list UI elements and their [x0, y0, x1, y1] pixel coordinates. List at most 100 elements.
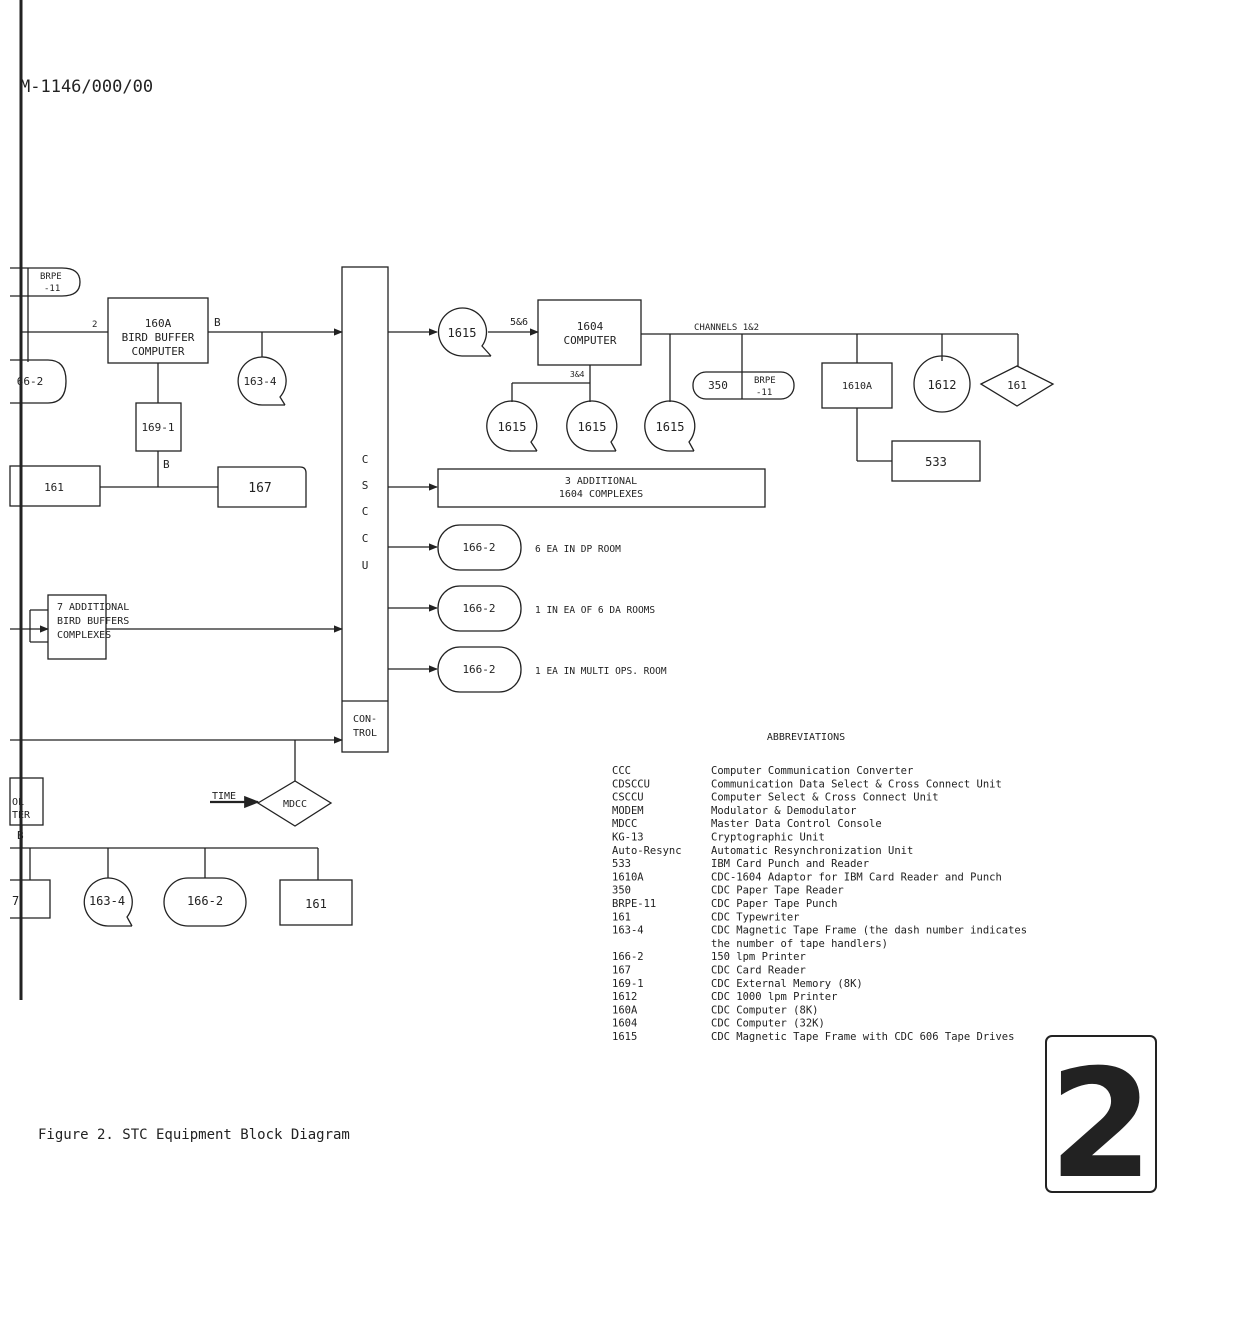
csccu-letter-1: C: [362, 453, 369, 466]
multi-ops-label: 1 EA IN MULTI OPS. ROOM: [535, 666, 667, 677]
typewriter-161-bottom-label: 161: [305, 897, 327, 911]
abbreviation-code: KG-13: [612, 832, 644, 844]
abbreviation-meaning: CDC Computer (32K): [711, 1018, 825, 1030]
tape-163-4-bottom-label: 163-4: [89, 894, 125, 908]
abbreviation-meaning: 150 lpm Printer: [711, 951, 806, 963]
tape-1615-c-reel: [644, 400, 696, 452]
control-label-2: TROL: [353, 728, 377, 739]
dp-room-label: 6 EA IN DP ROOM: [535, 544, 621, 555]
da-rooms-label: 1 IN EA OF 6 DA ROOMS: [535, 605, 655, 616]
tape-1615-b-label: 1615: [578, 420, 607, 434]
typewriter-161-bottom-box: [279, 879, 353, 926]
abbreviation-code: MODEM: [612, 805, 644, 817]
tape-1615-b-reel: [566, 400, 618, 452]
brpe-top-pill: [10, 267, 81, 297]
abbreviation-code: 163-4: [612, 925, 644, 937]
abbreviation-code: Auto-Resync: [612, 845, 682, 857]
page-number-badge: [1045, 1035, 1157, 1193]
brpe-top-label-1: BRPE: [40, 272, 62, 282]
adaptor-1610a-label: 1610A: [842, 381, 872, 392]
printer-166-2-c-label: 166-2: [462, 663, 495, 676]
abbreviation-meaning: CDC-1604 Adaptor for IBM Card Reader and…: [711, 871, 1002, 883]
abbreviation-code: 1610A: [612, 871, 644, 883]
abbreviation-meaning: CDC Magnetic Tape Frame with CDC 606 Tap…: [711, 1031, 1014, 1043]
time-label: TIME: [212, 791, 236, 802]
brpe-right-label-2: -11: [756, 388, 772, 398]
abbreviation-code: 166-2: [612, 951, 644, 963]
computer-1604-label-1: 1604: [577, 320, 604, 333]
additional-1604-box: [437, 468, 766, 508]
printer-166-2-bottom-label: 166-2: [187, 894, 223, 908]
abbreviation-code: 1612: [612, 991, 637, 1003]
abbreviation-code: CCC: [612, 765, 631, 777]
reader-167-top-box: [217, 466, 307, 508]
abbreviation-meaning: Modulator & Demodulator: [711, 805, 856, 817]
control-label-1: CON-: [353, 714, 377, 725]
typewriter-161-right-label: 161: [1007, 379, 1027, 392]
abbreviation-meaning: Computer Select & Cross Connect Unit: [711, 792, 939, 804]
line-b-169-label: B: [163, 458, 170, 471]
connection-lines: [10, 268, 1019, 880]
abbreviation-meaning: CDC Computer (8K): [711, 1004, 818, 1016]
abbreviation-meaning: Automatic Resynchronization Unit: [711, 845, 913, 857]
abbreviation-code: 350: [612, 885, 631, 897]
printer-166-2-left-pill: [10, 359, 67, 404]
typewriter-161-left-box: [9, 465, 101, 507]
abbreviation-meaning: Communication Data Select & Cross Connec…: [711, 778, 1002, 790]
computer-160a-label-2: BIRD BUFFER: [122, 331, 195, 344]
reader-167-top-label: 167: [248, 481, 271, 496]
reader-punch-533-box: [891, 440, 981, 482]
printer-166-2-b-label: 166-2: [462, 602, 495, 615]
printer-1612-label: 1612: [928, 378, 957, 392]
control-computer-box: [9, 777, 44, 826]
tape-1615-c-label: 1615: [656, 420, 685, 434]
abbreviation-code: 169-1: [612, 978, 644, 990]
abbreviation-code: CDSCCU: [612, 778, 650, 790]
abbreviation-code: 160A: [612, 1004, 638, 1016]
abbreviation-code: 161: [612, 911, 631, 923]
abbreviation-meaning: Master Data Control Console: [711, 818, 882, 830]
abbreviation-code: CSCCU: [612, 792, 644, 804]
brpe-right-label-1: BRPE: [754, 376, 776, 386]
abbreviation-meaning: the number of tape handlers): [711, 938, 888, 950]
printer-1612-circle: [913, 355, 971, 413]
abbreviation-code: 1615: [612, 1031, 637, 1043]
abbreviation-meaning: CDC Card Reader: [711, 965, 806, 977]
abbreviation-meaning: CDC Paper Tape Punch: [711, 898, 837, 910]
tape-1615-main-label: 1615: [448, 326, 477, 340]
abbreviation-code: 167: [612, 965, 631, 977]
abbreviations-title: ABBREVIATIONS: [767, 732, 845, 743]
page-number: 2: [1049, 1038, 1153, 1212]
link-5-6-label: 5&6: [510, 317, 528, 328]
reader-350-brpe-pill: [692, 371, 795, 400]
computer-1604-label-2: COMPUTER: [564, 334, 617, 347]
channels-label: CHANNELS 1&2: [694, 323, 759, 333]
abbreviation-meaning: CDC External Memory (8K): [711, 978, 863, 990]
abbreviation-meaning: CDC 1000 lpm Printer: [711, 991, 837, 1003]
reader-167-bottom-label: 7: [12, 894, 19, 908]
memory-169-1-label: 169-1: [141, 421, 174, 434]
tape-1615-main-reel: [437, 307, 492, 357]
computer-160a-label-3: COMPUTER: [132, 345, 185, 358]
csccu-letter-4: C: [362, 532, 369, 545]
abbreviation-meaning: Cryptographic Unit: [711, 832, 825, 844]
abbreviation-code: 533: [612, 858, 631, 870]
computer-1604-box: [537, 299, 642, 366]
printer-166-2-b-pill: [437, 585, 522, 632]
printer-166-2-c-pill: [437, 646, 522, 693]
line-b-bottom-label: B: [17, 829, 24, 842]
memory-169-1-box: [135, 402, 182, 452]
csccu-letter-3: C: [362, 505, 369, 518]
additional-bird-buffers-label-3: COMPLEXES: [57, 630, 111, 641]
additional-1604-label-1: 3 ADDITIONAL: [565, 476, 637, 487]
reader-167-bottom-box: [10, 879, 51, 919]
additional-bird-buffers-box: [47, 594, 107, 660]
computer-160a-label-1: 160A: [145, 317, 172, 330]
additional-1604-label-2: 1604 COMPLEXES: [559, 489, 643, 500]
reader-punch-533-label: 533: [925, 455, 947, 469]
additional-bird-buffers-label-1: 7 ADDITIONAL: [57, 602, 129, 613]
printer-166-2-left-label: 66-2: [17, 375, 44, 388]
abbreviation-meaning: IBM Card Punch and Reader: [711, 858, 869, 870]
